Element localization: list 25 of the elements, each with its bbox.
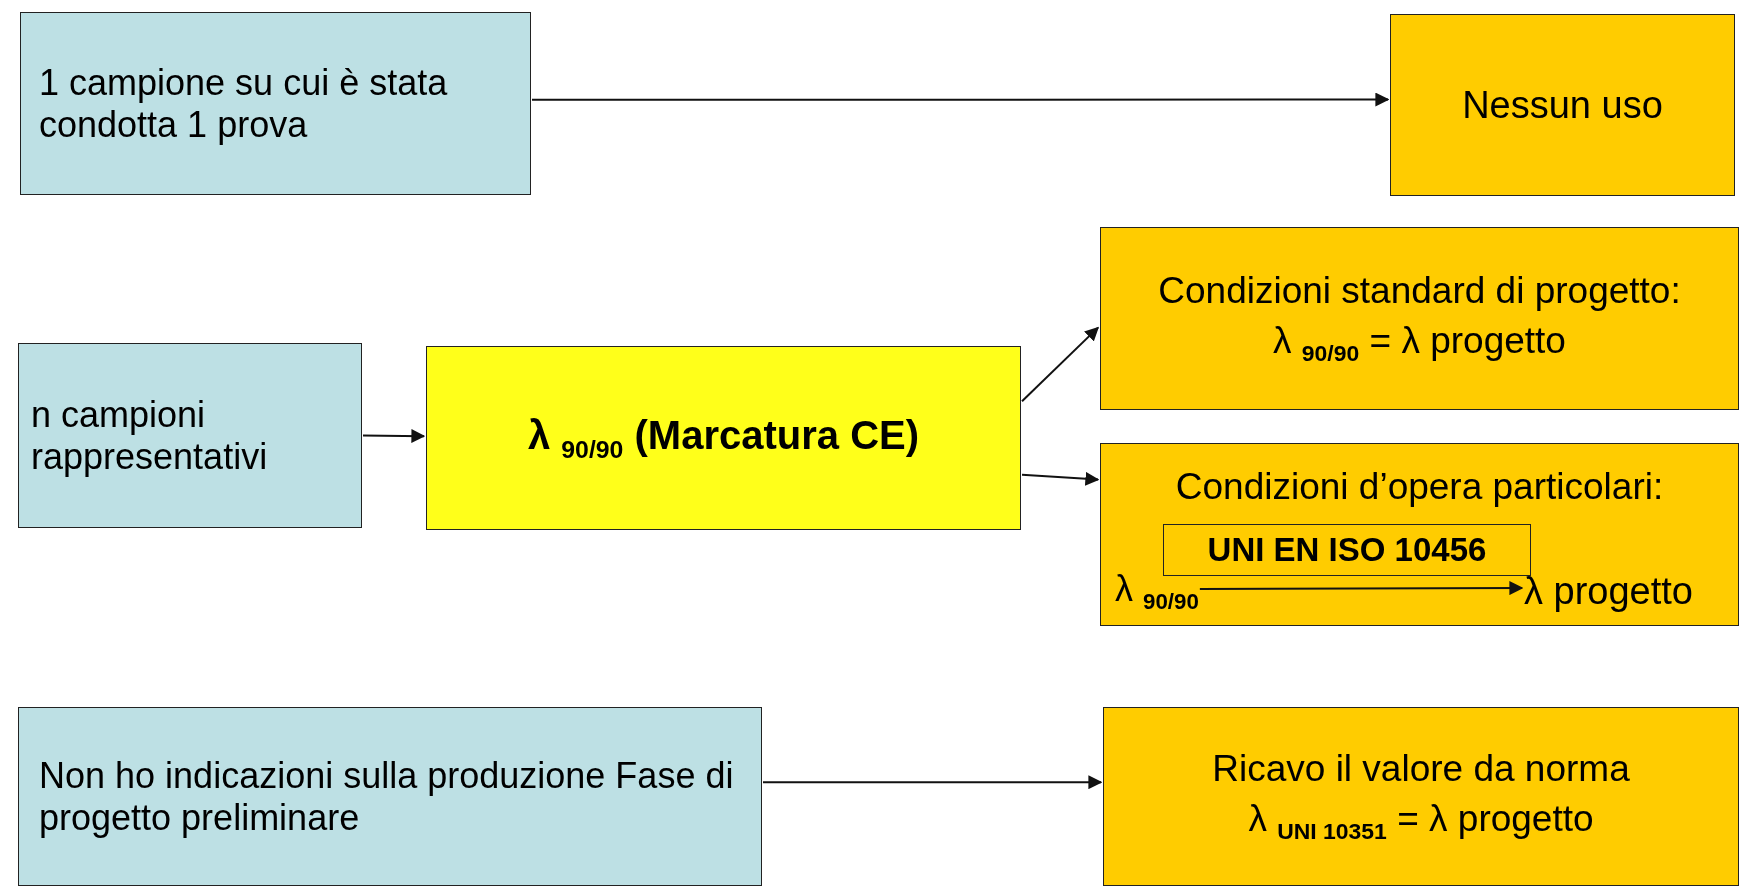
process-box [1103,707,1739,886]
node-text: Ricavo il valore da norma [1211,748,1631,790]
node-text: n campioni rappresentativi [31,393,269,478]
process-box [18,343,362,528]
formula-text: λ $_{UNI 10351}$ = λ progetto [1247,798,1595,845]
process-box [1390,14,1735,196]
arrow [762,775,1103,790]
arrow [362,429,426,443]
process-box [1100,443,1739,626]
arrow [1021,471,1100,486]
process-box [18,707,762,886]
standard-box: UNI EN ISO 10456 [1163,524,1531,576]
node-text: Nessun uso [1461,83,1664,127]
node-text: Non ho indicazioni sulla produzione Fase di progetto preliminare [39,754,735,839]
process-box [1100,227,1739,410]
arrow [531,92,1390,107]
node-text: Condizioni d’opera particolari: [1174,466,1665,508]
node-text: Condizioni standard di progetto: [1157,270,1682,312]
process-box [426,346,1021,530]
arrow [1198,581,1524,596]
node-text: λ $_{90/90}$ (Marcatura CE) [526,412,920,464]
arrow [1021,326,1099,403]
formula-text: λ $_{90/90}$ = λ progetto [1272,320,1567,367]
process-box [20,12,531,195]
node-text: 1 campione su cui è stata condotta 1 prova [39,61,449,146]
